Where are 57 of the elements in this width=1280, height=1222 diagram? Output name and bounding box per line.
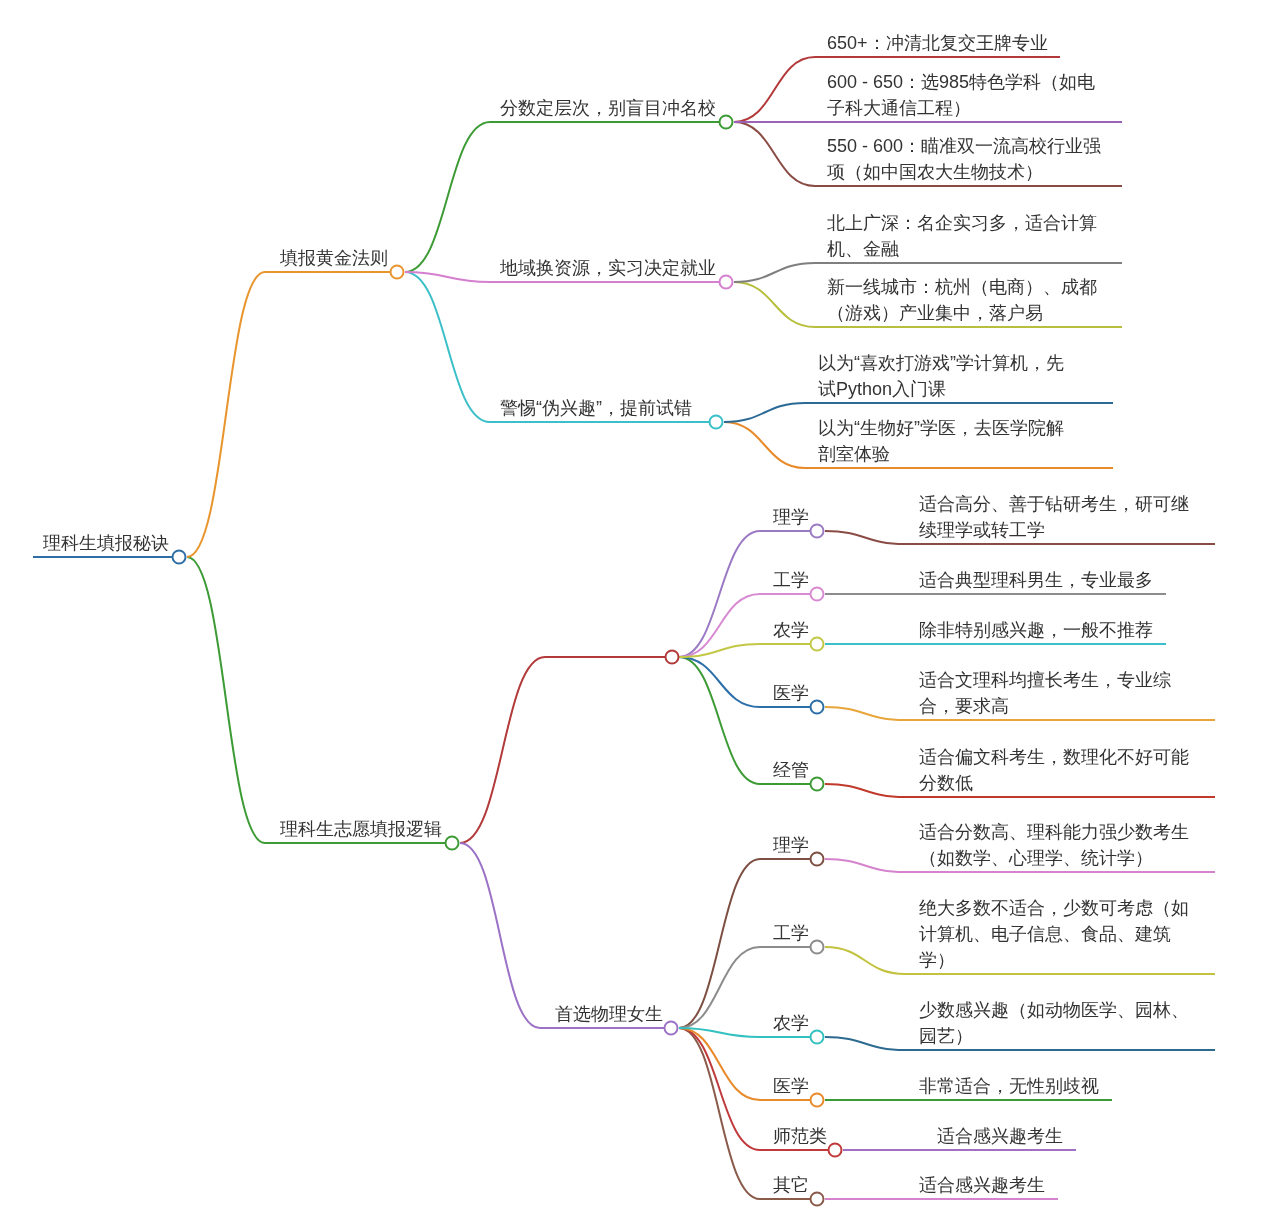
topic-label: 适合感兴趣考生 — [937, 1125, 1064, 1148]
branch-line — [824, 783, 906, 798]
topic-label: 非常适合，无性别歧视 — [919, 1075, 1100, 1098]
branch-line — [824, 1198, 906, 1200]
topic-label: 新一线城市：杭州（电商）、成都（游戏）产业集中，落户易 — [827, 276, 1098, 325]
topic-label: 工学 — [773, 922, 809, 945]
topic-label: 适合高分、善于钻研考生，研可继续理学或转工学 — [919, 493, 1190, 542]
topic-label: 适合偏文科考生，数理化不好可能分数低 — [919, 746, 1190, 795]
topic-label: 适合文理科均擅长考生，专业综合，要求高 — [919, 669, 1172, 718]
branch-line — [824, 706, 906, 721]
topic-label: 650+：冲清北复交王牌专业 — [827, 32, 1049, 55]
topic-label: 除非特别感兴趣，一般不推荐 — [919, 619, 1154, 642]
topic-label: 工学 — [773, 569, 809, 592]
topic-label: 以为“喜欢打游戏”学计算机，先试Python入门课 — [818, 352, 1065, 401]
branch-line — [824, 593, 906, 595]
branch-line — [842, 1149, 906, 1151]
topic-label: 理学 — [773, 834, 809, 857]
branch-line — [824, 946, 906, 975]
topic-label: 其它 — [773, 1174, 809, 1197]
branch-line — [824, 1099, 906, 1101]
branch-line — [824, 530, 906, 545]
branch-line — [678, 643, 761, 658]
branch-line — [733, 262, 816, 283]
branch-line — [186, 556, 266, 844]
branch-line — [733, 121, 816, 123]
topic-label: 适合分数高、理科能力强少数考生（如数学、心理学、统计学） — [919, 821, 1190, 870]
topic-label: 适合典型理科男生，专业最多 — [919, 569, 1154, 592]
topic-label: 550 - 600：瞄准双一流高校行业强项（如中国农大生物技术） — [827, 135, 1103, 184]
topic-label: 北上广深：名企实习多，适合计算机、金融 — [827, 212, 1098, 261]
topic-circle — [664, 649, 680, 665]
branch-line — [678, 1027, 761, 1038]
topic-label: 理科生志愿填报逻辑 — [280, 818, 442, 841]
topic-label: 绝大多数不适合，少数可考虑（如计算机、电子信息、食品、建筑学） — [919, 897, 1190, 972]
topic-label: 分数定层次，别盲目冲名校 — [500, 97, 716, 120]
branch-line — [404, 271, 491, 283]
topic-label: 农学 — [773, 619, 809, 642]
topic-label: 理科生填报秘诀 — [43, 532, 169, 555]
branch-line — [459, 842, 541, 1029]
topic-label: 医学 — [773, 1075, 809, 1098]
topic-label: 医学 — [773, 682, 809, 705]
topic-label: 600 - 650：选985特色学科（如电子科大通信工程） — [827, 71, 1097, 120]
topic-label: 少数感兴趣（如动物医学、园林、园艺） — [919, 999, 1190, 1048]
branch-line — [723, 402, 806, 423]
topic-label: 以为“生物好”学医，去医学院解剖室体验 — [818, 417, 1065, 466]
branch-line — [186, 271, 266, 558]
topic-label: 师范类 — [773, 1125, 827, 1148]
topic-label: 警惕“伪兴趣”，提前试错 — [500, 397, 692, 420]
topic-label: 农学 — [773, 1012, 809, 1035]
branch-line — [824, 1036, 906, 1051]
topic-label: 填报黄金法则 — [280, 247, 388, 270]
branch-line — [824, 643, 906, 645]
topic-label: 经管 — [773, 759, 809, 782]
branch-line — [824, 858, 906, 873]
topic-label: 首选物理女生 — [555, 1003, 663, 1026]
topic-label: 地域换资源，实习决定就业 — [500, 257, 716, 280]
topic-label: 理学 — [773, 506, 809, 529]
topic-label: 适合感兴趣考生 — [919, 1174, 1046, 1197]
